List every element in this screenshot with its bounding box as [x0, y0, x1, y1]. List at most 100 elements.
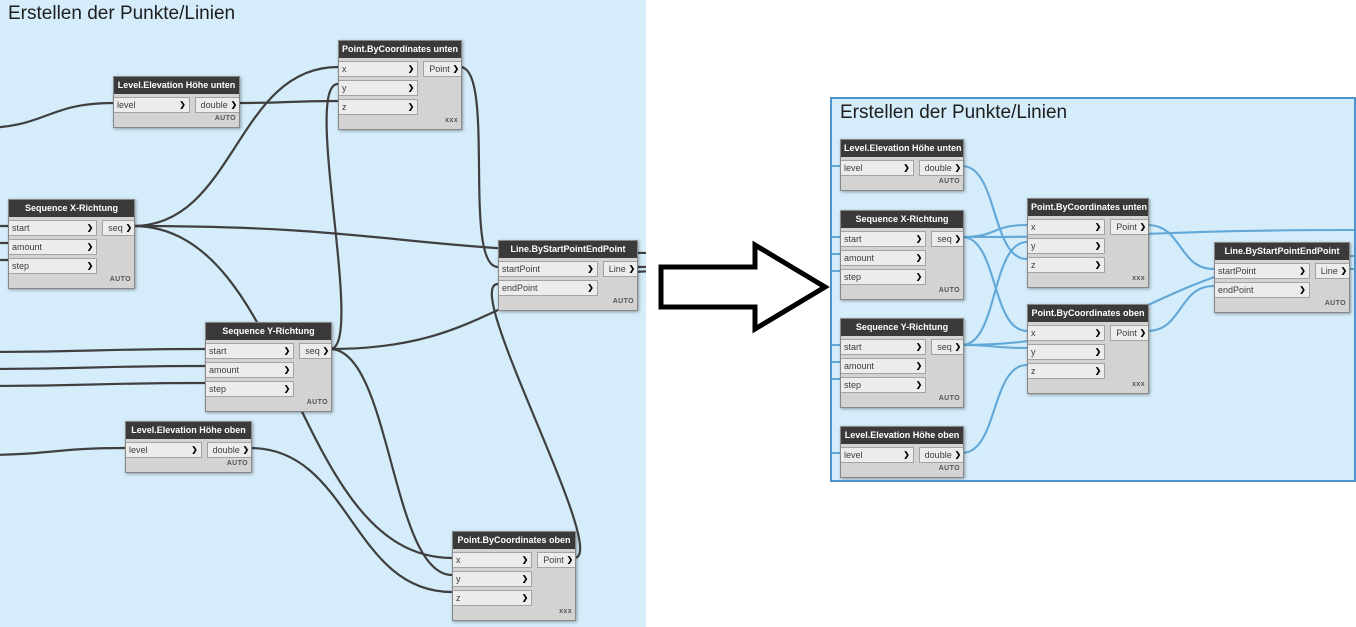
output-port-point[interactable]: Point❯ — [1110, 325, 1148, 341]
input-port-amount[interactable]: amount❯ — [841, 250, 927, 266]
wire[interactable] — [490, 282, 582, 560]
node-title[interactable]: Sequence Y-Richtung — [841, 319, 963, 336]
node-title[interactable]: Level.Elevation Höhe unten — [841, 140, 963, 157]
node-title[interactable]: Level.Elevation Höhe oben — [841, 427, 963, 444]
output-port-seq[interactable]: seq❯ — [299, 343, 331, 359]
node-pbc-unten-l[interactable]: Point.ByCoordinates unten x❯ y❯ z❯ Point❯ xxx — [338, 40, 462, 130]
node-title[interactable]: Sequence Y-Richtung — [206, 323, 331, 340]
input-port-z[interactable]: z❯ — [453, 590, 533, 606]
input-port-endpoint[interactable]: endPoint❯ — [499, 280, 598, 296]
node-title[interactable]: Point.ByCoordinates oben — [453, 532, 575, 549]
node-title[interactable]: Sequence X-Richtung — [841, 211, 963, 228]
input-port-step[interactable]: step❯ — [841, 377, 927, 393]
wire[interactable] — [458, 65, 500, 269]
input-port-level[interactable]: level❯ — [114, 97, 190, 113]
node-le-oben-r[interactable]: Level.Elevation Höhe oben level❯double❯ AU… — [840, 426, 964, 478]
node-title[interactable]: Level.Elevation Höhe oben — [126, 422, 251, 439]
input-port-amount[interactable]: amount❯ — [9, 239, 98, 255]
wire[interactable] — [0, 364, 207, 371]
wire[interactable] — [960, 235, 1029, 333]
input-port-amount[interactable]: amount❯ — [841, 358, 927, 374]
input-port-z[interactable]: z❯ — [1028, 363, 1106, 379]
node-seqx-l[interactable]: Sequence X-Richtung start❯ amount❯ step❯ seq… — [8, 199, 135, 289]
lacing-label[interactable]: AUTO — [214, 115, 236, 122]
output-port-double[interactable]: double❯ — [194, 97, 239, 113]
input-port-step[interactable]: step❯ — [841, 269, 927, 285]
lacing-label[interactable]: xxx — [1132, 381, 1145, 388]
node-seqx-r[interactable]: Sequence X-Richtung start❯ amount❯ step❯ seq… — [840, 210, 964, 300]
input-port-x[interactable]: x❯ — [339, 61, 419, 77]
lacing-label[interactable]: AUTO — [1324, 300, 1346, 307]
input-port-start[interactable]: start❯ — [9, 220, 98, 236]
input-port-amount[interactable]: amount❯ — [206, 362, 295, 378]
output-port-double[interactable]: double❯ — [206, 442, 251, 458]
input-port-y[interactable]: y❯ — [339, 80, 419, 96]
input-port-x[interactable]: x❯ — [453, 552, 533, 568]
wire[interactable] — [0, 347, 207, 354]
wire[interactable] — [248, 446, 454, 594]
left-canvas-panel[interactable]: Erstellen der Punkte/Linien Level.Elevat… — [0, 0, 646, 627]
output-port-seq[interactable]: seq❯ — [931, 231, 963, 247]
input-port-startpoint[interactable]: startPoint❯ — [499, 261, 598, 277]
input-port-start[interactable]: start❯ — [206, 343, 295, 359]
wire[interactable] — [1145, 284, 1216, 333]
input-port-x[interactable]: x❯ — [1028, 325, 1106, 341]
node-title[interactable]: Level.Elevation Höhe unten — [114, 77, 239, 94]
output-port-double[interactable]: double❯ — [918, 447, 963, 463]
lacing-label[interactable]: AUTO — [938, 465, 960, 472]
lacing-label[interactable]: AUTO — [109, 276, 131, 283]
node-title[interactable]: Point.ByCoordinates unten — [1028, 199, 1148, 216]
lacing-label[interactable]: AUTO — [306, 399, 328, 406]
wire[interactable] — [960, 164, 1029, 261]
output-port-point[interactable]: Point❯ — [423, 61, 461, 77]
lacing-label[interactable]: AUTO — [612, 298, 634, 305]
wire[interactable] — [328, 347, 454, 577]
lacing-label[interactable]: AUTO — [938, 287, 960, 294]
input-port-startpoint[interactable]: startPoint❯ — [1215, 263, 1310, 279]
wire[interactable] — [0, 381, 207, 388]
input-port-endpoint[interactable]: endPoint❯ — [1215, 282, 1310, 298]
node-le-unten-l[interactable]: Level.Elevation Höhe unten level❯double❯ A… — [113, 76, 240, 128]
input-port-start[interactable]: start❯ — [841, 339, 927, 355]
lacing-label[interactable]: xxx — [559, 608, 572, 615]
node-line-l[interactable]: Line.ByStartPointEndPoint startPoint❯ endP… — [498, 240, 638, 311]
input-port-level[interactable]: level❯ — [841, 447, 914, 463]
lacing-label[interactable]: xxx — [445, 117, 458, 124]
input-port-level[interactable]: level❯ — [841, 160, 914, 176]
input-port-start[interactable]: start❯ — [841, 231, 927, 247]
wire[interactable] — [0, 101, 115, 129]
input-port-z[interactable]: z❯ — [1028, 257, 1106, 273]
wire[interactable] — [236, 99, 340, 105]
wire[interactable] — [0, 446, 127, 456]
input-port-x[interactable]: x❯ — [1028, 219, 1106, 235]
lacing-label[interactable]: AUTO — [938, 395, 960, 402]
input-port-step[interactable]: step❯ — [206, 381, 295, 397]
input-port-level[interactable]: level❯ — [126, 442, 202, 458]
input-port-y[interactable]: y❯ — [1028, 238, 1106, 254]
node-seqy-l[interactable]: Sequence Y-Richtung start❯ amount❯ step❯ seq… — [205, 322, 332, 412]
input-port-y[interactable]: y❯ — [453, 571, 533, 587]
wire[interactable] — [960, 240, 1029, 347]
node-title[interactable]: Sequence X-Richtung — [9, 200, 134, 217]
output-port-seq[interactable]: seq❯ — [102, 220, 134, 236]
node-title[interactable]: Point.ByCoordinates oben — [1028, 305, 1148, 322]
wire[interactable] — [131, 65, 340, 228]
output-port-line[interactable]: Line❯ — [602, 261, 637, 277]
node-title[interactable]: Point.ByCoordinates unten — [339, 41, 461, 58]
wire[interactable] — [1145, 223, 1216, 271]
lacing-label[interactable]: AUTO — [938, 178, 960, 185]
wire[interactable] — [960, 363, 1029, 455]
node-line-r[interactable]: Line.ByStartPointEndPoint startPoint❯ endP… — [1214, 242, 1350, 313]
node-title[interactable]: Line.ByStartPointEndPoint — [499, 241, 637, 258]
output-port-line[interactable]: Line❯ — [1314, 263, 1349, 279]
wire[interactable] — [325, 82, 343, 351]
input-port-step[interactable]: step❯ — [9, 258, 98, 274]
input-port-z[interactable]: z❯ — [339, 99, 419, 115]
node-title[interactable]: Line.ByStartPointEndPoint — [1215, 243, 1349, 260]
